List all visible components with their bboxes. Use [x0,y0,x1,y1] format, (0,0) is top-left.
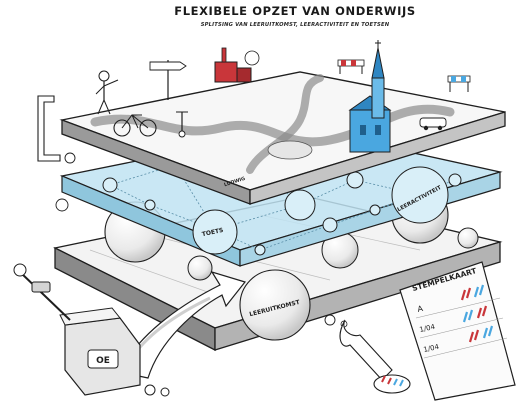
network-node [284,189,316,221]
barrier-icon [447,75,471,92]
bubble [187,255,213,281]
vehicle-icon [419,117,447,131]
network-node [346,171,364,189]
red-buildings-icon [214,47,260,83]
network-node [448,173,462,187]
bicycle-icon [113,114,157,137]
illustration-title: FLEXIBELE OPZET VAN ONDERWIJS [174,4,416,18]
segway-icon [176,111,188,138]
stamp-card-row: 1/04 [419,323,437,334]
label-toets: TOETS [201,227,224,238]
bubble [64,152,76,164]
top-layer: LUDWIG [59,71,506,205]
bubble [239,269,311,341]
pond [267,140,313,160]
machine-label: OE [96,356,110,366]
bubble [55,198,69,212]
stamp-marks [460,284,494,343]
network-node [322,217,338,233]
network-node [102,177,118,193]
barrier-icon [337,59,365,74]
signpost-icon [149,60,187,100]
church-icon [348,40,392,153]
network-node [144,199,156,211]
network-node [254,244,266,256]
rubber-stamp-icon [339,319,411,394]
illustration-subtitle: SPLITSING VAN LEERUITKOMST, LEERACTIVITE… [200,22,390,28]
bubble [457,227,479,249]
machine-icon: OE [13,263,170,397]
network-node [391,166,449,224]
stamp-card-row: 1/04 [423,343,441,354]
pipe-icon [37,95,61,162]
network-nodes [102,143,462,256]
network-node [369,204,381,216]
stamp-card: STEMPELKAART A 1/04 1/04 [399,261,516,401]
network-node [192,209,238,255]
bubble [324,314,336,326]
stamp-card-row: A [417,304,425,314]
person-icon [95,70,119,115]
